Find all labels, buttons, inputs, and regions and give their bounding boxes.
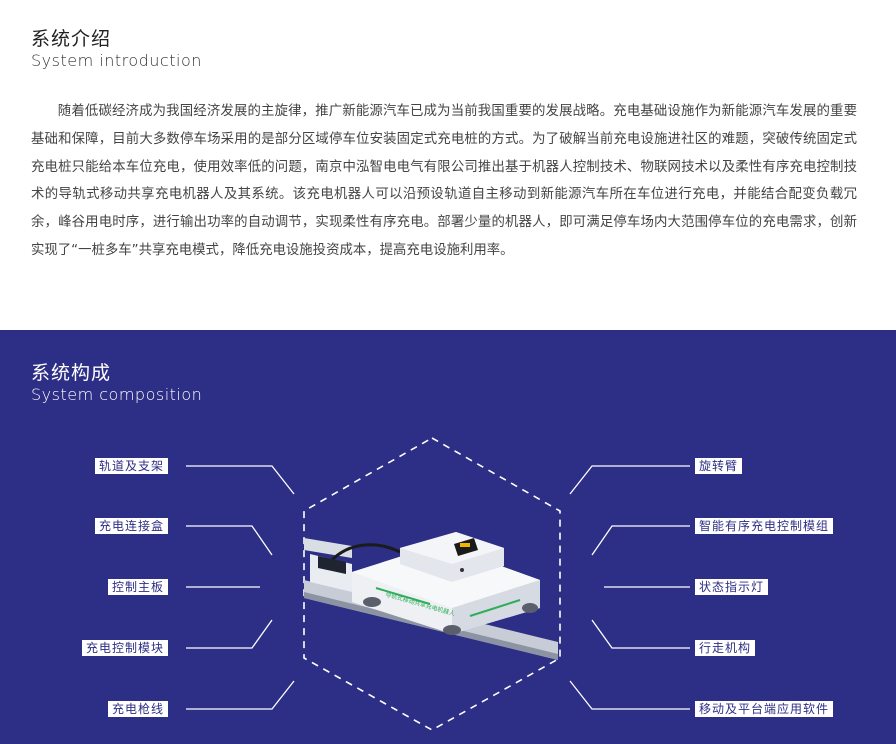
- label-charging-gun-cable: 充电枪线: [107, 701, 168, 717]
- charging-robot-illustration: 导轨式移动共享充电机器人: [304, 532, 558, 660]
- label-app-software: 移动及平台端应用软件: [695, 701, 834, 717]
- label-rotating-arm: 旋转臂: [695, 458, 743, 474]
- intro-paragraph: 随着低碳经济成为我国经济发展的主旋律，推广新能源汽车已成为当前我国重要的发展战略…: [31, 104, 857, 258]
- charging-cable: [328, 543, 401, 564]
- connector-line: [591, 619, 690, 649]
- label-charge-control-module: 充电控制模块: [81, 640, 168, 656]
- right-connectors: [569, 465, 690, 710]
- left-connectors: [186, 465, 295, 710]
- connector-line: [186, 680, 295, 710]
- wheel: [363, 597, 381, 607]
- label-smart-charging-control: 智能有序充电控制模组: [695, 518, 834, 534]
- label-status-light: 状态指示灯: [695, 579, 769, 595]
- intro-section: 系统介绍 System introduction 随着低碳经济成为我国经济发展的…: [0, 0, 896, 330]
- wheel: [522, 603, 538, 613]
- intro-title-cn: 系统介绍: [31, 28, 112, 50]
- intro-title-en: System introduction: [31, 51, 202, 70]
- composition-title-cn: 系统构成: [31, 362, 112, 384]
- connector-line: [186, 525, 273, 556]
- connector-line: [569, 680, 690, 710]
- label-main-board: 控制主板: [107, 579, 168, 595]
- status-light: [460, 543, 470, 547]
- wheel: [443, 625, 461, 635]
- connector-line: [186, 619, 273, 649]
- label-connection-box: 充电连接盒: [94, 518, 168, 534]
- connector-line: [186, 465, 295, 495]
- label-rail-bracket: 轨道及支架: [94, 458, 168, 474]
- diagram-graphics: 导轨式移动共享充电机器人: [186, 437, 690, 731]
- dashed-hexagon: [303, 437, 561, 731]
- connector-line: [591, 525, 690, 556]
- label-walking-mechanism: 行走机构: [695, 640, 756, 656]
- composition-title-en: System composition: [31, 385, 203, 404]
- composition-section: 系统构成 System composition: [0, 330, 896, 744]
- connector-line: [569, 465, 690, 495]
